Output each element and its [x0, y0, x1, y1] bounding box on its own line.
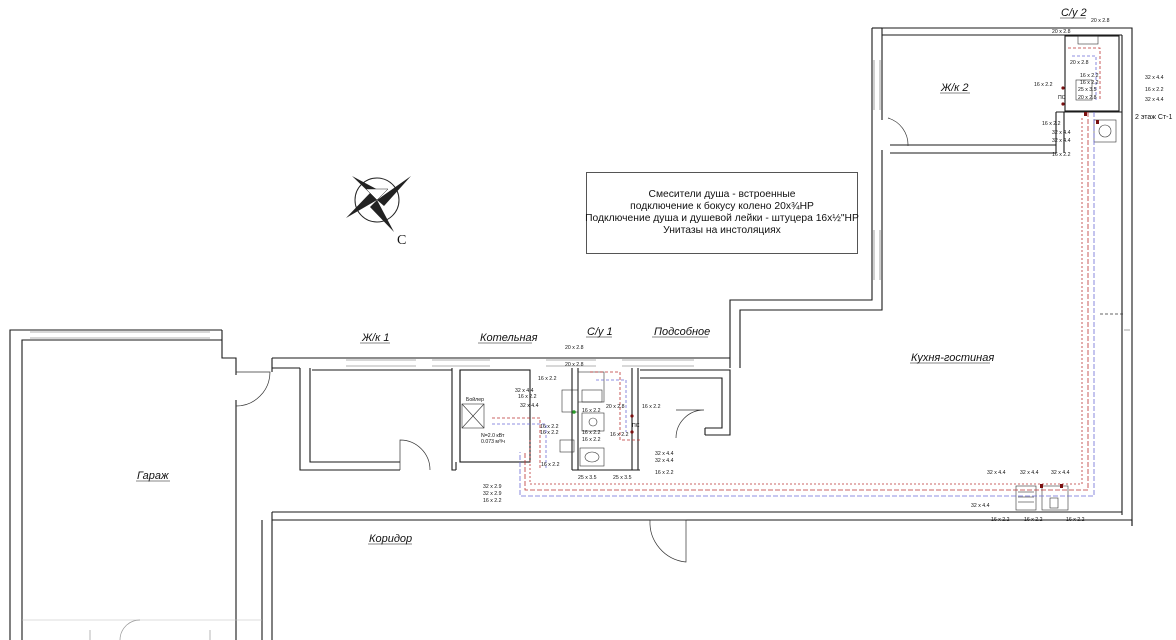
compass-north-letter: С: [397, 233, 406, 248]
room-label-garazh: Гараж: [137, 470, 169, 482]
dim-label: 32 x 4.4: [655, 458, 674, 464]
dim-label: 32 x 4.4: [987, 470, 1006, 476]
dim-label: 32 x 4.4: [1145, 75, 1164, 81]
dim-label: 20 x 2.8: [1070, 60, 1089, 66]
dim-label: 32 x 4.4: [1020, 470, 1039, 476]
dim-label: 25 x 3.5: [613, 475, 632, 481]
room-label-su1: С/у 1: [587, 326, 613, 338]
pc-label-1: ПС: [632, 423, 640, 429]
boiler-label: Бойлер: [466, 396, 484, 403]
pipe-markers: [572, 86, 1099, 488]
windows: [30, 60, 1130, 367]
dim-label: 20 x 2.8: [1078, 95, 1097, 101]
room-label-kotelnaya: Котельная: [480, 332, 538, 344]
dim-label: 32 x 4.4: [520, 403, 539, 409]
dim-label: 16 x 2.2: [1034, 82, 1053, 88]
fixtures: [461, 35, 1117, 511]
dim-label: 16 x 2.2: [642, 404, 661, 410]
dim-label: 16 x 2.2: [540, 424, 559, 430]
room-label-su2: С/у 2: [1061, 7, 1087, 19]
room-labels: С/у 2 Ж/к 2 Ж/к 1 Котельная С/у 1 Подсоб…: [136, 7, 1087, 545]
dim-label: 20 x 2.8: [1091, 18, 1110, 24]
dim-label: 16 x 2.2: [1066, 517, 1085, 523]
dim-label: 16 x 2.2: [538, 376, 557, 382]
dim-label: 16 x 2.2: [540, 430, 559, 436]
dim-label: 16 x 2.2: [1080, 73, 1099, 79]
dim-label: 32 x 2.9: [483, 491, 502, 497]
dim-label: 32 x 4.4: [971, 503, 990, 509]
dim-label: 20 x 2.8: [606, 404, 625, 410]
dim-label: 20 x 2.8: [1052, 29, 1071, 35]
note-line-2: подключение к бокусу колено 20х¾НР: [630, 201, 814, 212]
compass-rose: С: [346, 176, 411, 248]
dim-label: 16 x 2.2: [655, 470, 674, 476]
dim-label: 32 x 4.4: [1052, 130, 1071, 136]
dim-label: 20 x 2.8: [565, 362, 584, 368]
doors: [89, 117, 909, 640]
boiler-flow: 0.073 м³/ч: [481, 439, 505, 445]
note-line-1: Смесители душа - встроенные: [648, 189, 796, 200]
dim-label: 16 x 2.2: [1145, 87, 1164, 93]
dim-label: 16 x 2.2: [991, 517, 1010, 523]
dim-label: 32 x 4.4: [655, 451, 674, 457]
dim-label: 16 x 2.2: [1042, 121, 1061, 127]
dim-label: 16 x 2.2: [483, 498, 502, 504]
dim-label: 32 x 4.4: [515, 388, 534, 394]
walls: [9, 27, 1133, 640]
note-line-3: Подключение душа и душевой лейки - штуце…: [585, 213, 859, 224]
dim-label: 16 x 2.2: [610, 432, 629, 438]
dim-label: 20 x 2.8: [565, 345, 584, 351]
riser-label: 2 этаж Ст-1: [1135, 114, 1172, 121]
dim-label: 16 x 2.2: [582, 430, 601, 436]
pc-label-2: ПС: [1058, 95, 1066, 101]
dim-label: 16 x 2.2: [1080, 80, 1099, 86]
dim-label: 32 x 4.4: [1145, 97, 1164, 103]
dim-label: 16 x 2.2: [582, 437, 601, 443]
dim-label: 16 x 2.2: [1052, 152, 1071, 158]
dim-label: 16 x 2.2: [582, 408, 601, 414]
room-label-podsobnoe: Подсобное: [654, 326, 710, 338]
dim-label: 16 x 2.2: [541, 462, 560, 468]
room-label-zhk1: Ж/к 1: [361, 332, 390, 344]
equipment-labels: 2 этаж Ст-1 Бойлер N=2.0 кВт 0.073 м³/ч …: [466, 95, 1172, 445]
dim-label: 16 x 2.2: [1024, 517, 1043, 523]
dim-label: 16 x 2.2: [518, 394, 537, 400]
boiler-power: N=2.0 кВт: [481, 433, 505, 439]
dim-label: 32 x 4.4: [1052, 138, 1071, 144]
note-line-4: Унитазы на инстоляциях: [663, 225, 781, 236]
room-label-zhk2: Ж/к 2: [940, 82, 969, 94]
pipes: [492, 47, 1124, 497]
room-label-kuhnya: Кухня-гостиная: [911, 352, 994, 364]
dim-label: 25 x 3.5: [1078, 87, 1097, 93]
installation-notes: Смесители душа - встроенные подключение …: [585, 172, 859, 254]
dim-label: 25 x 3.5: [578, 475, 597, 481]
dim-label: 32 x 2.9: [483, 484, 502, 490]
pipe-dimension-labels: 20 x 2.8 20 x 2.8 20 x 2.8 16 x 2.2 16 x…: [483, 18, 1164, 523]
room-label-koridor: Коридор: [369, 533, 412, 545]
dim-label: 32 x 4.4: [1051, 470, 1070, 476]
